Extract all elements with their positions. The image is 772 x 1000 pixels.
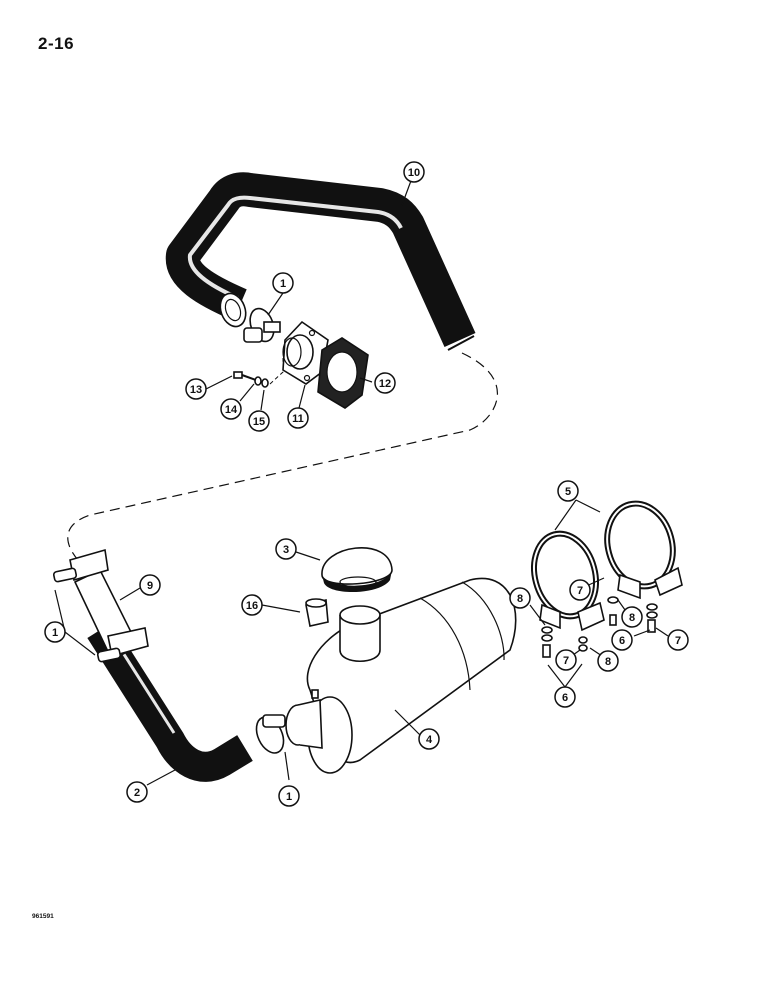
gasket bbox=[317, 337, 369, 409]
callout-7-band: 7 bbox=[569, 579, 591, 601]
svg-text:8: 8 bbox=[629, 612, 635, 624]
callout-1-upper: 1 bbox=[272, 272, 294, 294]
callout-2: 2 bbox=[126, 781, 148, 803]
svg-text:11: 11 bbox=[292, 413, 304, 425]
callout-8-right: 8 bbox=[621, 606, 643, 628]
vacuator-valve bbox=[305, 598, 329, 627]
callout-8-left: 8 bbox=[509, 587, 531, 609]
callout-3: 3 bbox=[275, 538, 297, 560]
drawing-id: 961591 bbox=[32, 913, 54, 920]
hose-sleeve bbox=[52, 548, 149, 663]
svg-text:7: 7 bbox=[577, 585, 583, 597]
inlet-cap bbox=[321, 547, 393, 593]
callout-13: 13 bbox=[185, 378, 207, 400]
page-number: 2-16 bbox=[38, 34, 75, 53]
callout-9: 9 bbox=[139, 574, 161, 596]
callout-8-lower: 8 bbox=[597, 650, 619, 672]
svg-text:2: 2 bbox=[134, 787, 140, 799]
callout-10: 10 bbox=[403, 161, 425, 183]
callout-6-left: 6 bbox=[554, 686, 576, 708]
callout-14: 14 bbox=[220, 398, 242, 420]
callout-5: 5 bbox=[557, 480, 579, 502]
svg-text:8: 8 bbox=[605, 656, 611, 668]
mounting-band-front bbox=[531, 530, 605, 632]
svg-text:5: 5 bbox=[565, 486, 571, 498]
svg-text:3: 3 bbox=[283, 544, 289, 556]
svg-text:13: 13 bbox=[190, 384, 202, 396]
svg-text:10: 10 bbox=[408, 167, 420, 179]
svg-text:16: 16 bbox=[246, 600, 258, 612]
svg-text:1: 1 bbox=[286, 791, 292, 803]
callout-7-lower: 7 bbox=[555, 649, 577, 671]
svg-text:15: 15 bbox=[253, 416, 265, 428]
svg-text:8: 8 bbox=[517, 593, 523, 605]
upper-air-hose bbox=[165, 172, 476, 351]
hose-clamp-upper bbox=[243, 307, 281, 343]
band-hardware bbox=[541, 596, 658, 658]
air-cleaner-housing bbox=[285, 577, 517, 774]
svg-text:1: 1 bbox=[280, 278, 286, 290]
callout-1-sleeve: 1 bbox=[44, 621, 66, 643]
callout-1-lower: 1 bbox=[278, 785, 300, 807]
svg-text:4: 4 bbox=[426, 734, 433, 746]
callout-11: 11 bbox=[287, 407, 309, 429]
svg-text:6: 6 bbox=[619, 635, 625, 647]
svg-text:9: 9 bbox=[147, 580, 153, 592]
svg-text:14: 14 bbox=[225, 404, 238, 416]
leader-lines bbox=[54, 177, 669, 786]
callout-16: 16 bbox=[241, 594, 263, 616]
hose-clamp-lower bbox=[255, 714, 286, 754]
svg-text:7: 7 bbox=[675, 635, 681, 647]
callout-6-right: 6 bbox=[611, 629, 633, 651]
svg-text:12: 12 bbox=[379, 378, 391, 390]
mounting-band-rear bbox=[604, 500, 683, 600]
callout-12: 12 bbox=[374, 372, 396, 394]
callout-7-right: 7 bbox=[667, 629, 689, 651]
callout-4: 4 bbox=[418, 728, 440, 750]
bolt-washers-upper bbox=[233, 358, 284, 388]
connection-dashed-line bbox=[67, 352, 498, 561]
callout-15: 15 bbox=[248, 410, 270, 432]
svg-text:6: 6 bbox=[562, 692, 568, 704]
svg-text:7: 7 bbox=[563, 655, 569, 667]
svg-text:1: 1 bbox=[52, 627, 58, 639]
